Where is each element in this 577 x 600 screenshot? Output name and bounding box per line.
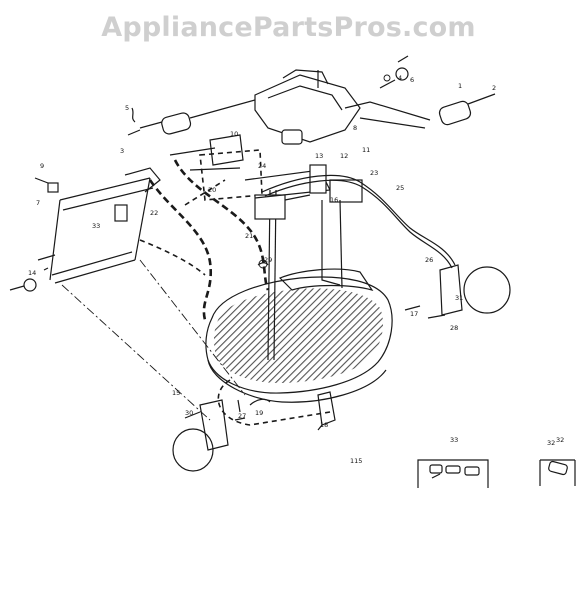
callout-14: 14 (28, 269, 36, 277)
right-rear-wheel (404, 264, 511, 319)
callout-3: 3 (120, 147, 124, 155)
callout-29: 29 (264, 256, 272, 264)
center-linkage (169, 134, 363, 361)
inset-hardware-kit-32 (539, 459, 576, 486)
callout-28: 28 (450, 324, 458, 332)
inset-hardware-kit-33 (417, 459, 489, 488)
callout-8: 8 (353, 124, 357, 132)
callout-25: 25 (396, 184, 404, 192)
callout-4: 4 (398, 74, 402, 82)
axle-centerline (61, 284, 211, 421)
control-cable (261, 174, 456, 269)
callout-17: 17 (410, 310, 418, 318)
callout-26: 26 (425, 256, 433, 264)
callout-19: 19 (255, 409, 263, 417)
callout-12: 12 (340, 152, 348, 160)
callout-32: 32 (547, 439, 555, 447)
callout-18: 18 (320, 421, 328, 429)
inset-label-33: 33 (450, 436, 458, 444)
callout-1: 1 (458, 82, 462, 90)
callout-16: 16 (330, 196, 338, 204)
left-front-wheel (172, 398, 271, 472)
callout-24: 24 (258, 162, 266, 170)
callout-21: 21 (245, 232, 253, 240)
mower-deck (205, 268, 393, 426)
axle-centerline-2 (139, 259, 246, 396)
callout-6: 6 (410, 76, 414, 84)
callout-2: 2 (492, 84, 496, 92)
lower-right-parts (317, 391, 336, 431)
callout-15: 15 (172, 389, 180, 397)
callout-20: 20 (208, 186, 216, 194)
handle-frame (139, 149, 270, 321)
callout-13: 13 (315, 152, 323, 160)
callout-31: 31 (455, 294, 463, 302)
callout-30: 30 (185, 409, 193, 417)
callout-10: 10 (230, 130, 238, 138)
diagram-code: 115 (350, 457, 362, 465)
left-height-adjuster (127, 99, 256, 136)
front-axle-rods (9, 167, 161, 292)
control-console (254, 69, 431, 145)
inset-label-32: 32 (556, 436, 564, 444)
callout-22: 22 (150, 209, 158, 217)
callout-5: 5 (125, 104, 129, 112)
callout-23: 23 (370, 169, 378, 177)
callout-9: 9 (40, 162, 44, 170)
callout-11: 11 (362, 146, 370, 154)
callout-33: 33 (92, 222, 100, 230)
rear-axle-assembly (379, 55, 496, 126)
callout-7: 7 (36, 199, 40, 207)
callout-27: 27 (238, 412, 246, 420)
